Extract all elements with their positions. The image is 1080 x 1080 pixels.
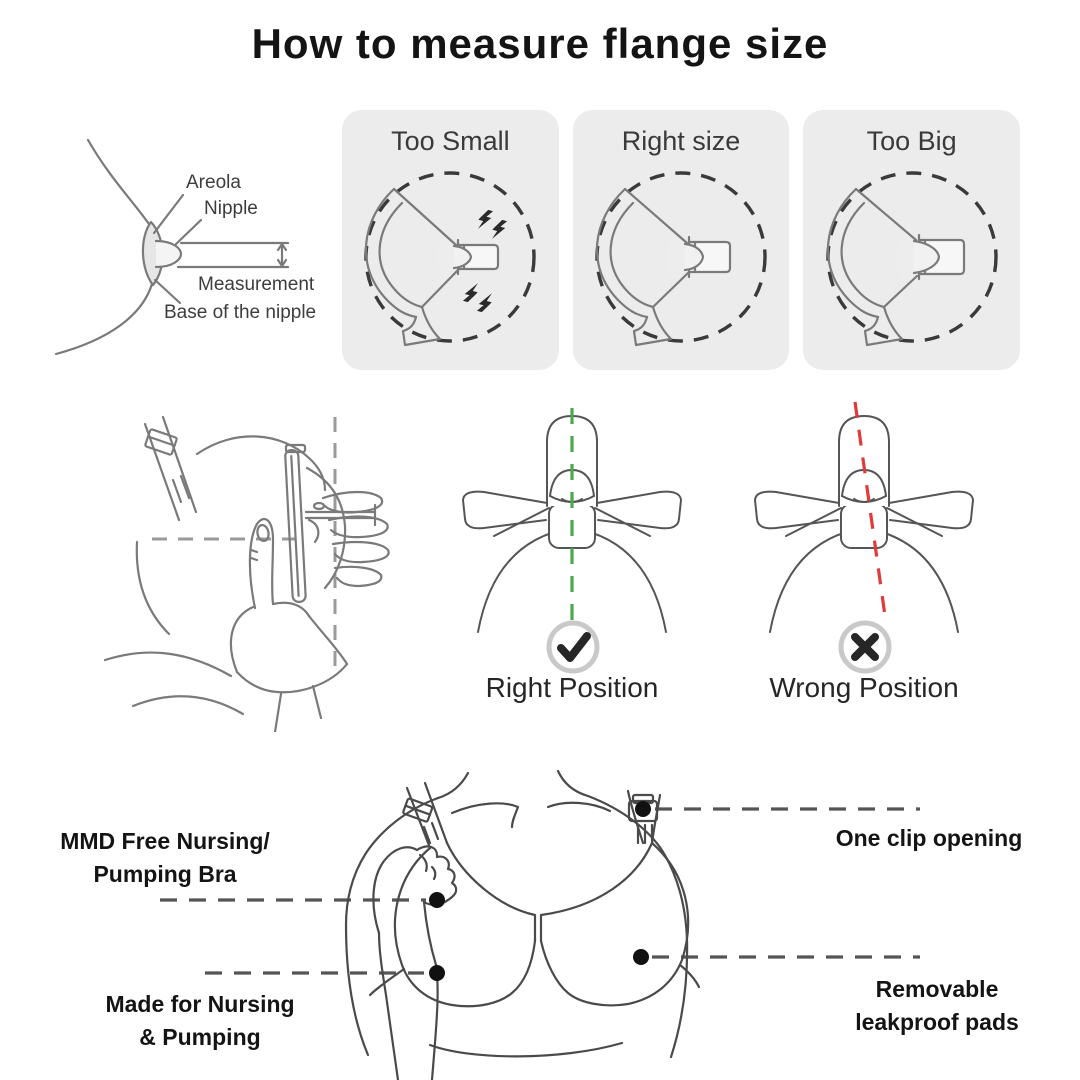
panel-too-big-title: Too Big bbox=[866, 126, 957, 156]
torso-bottom bbox=[428, 1041, 624, 1058]
shoulder-curve bbox=[195, 435, 327, 492]
breast-curve bbox=[135, 540, 171, 636]
measurement-label: Measurement bbox=[198, 274, 315, 295]
leader-line bbox=[160, 807, 920, 975]
panel-too-small-title: Too Small bbox=[391, 126, 510, 156]
raised-forearm bbox=[377, 931, 400, 1080]
check-icon bbox=[546, 620, 600, 674]
left-strap bbox=[405, 781, 449, 850]
bra-strap bbox=[143, 422, 181, 522]
panel-right-size: Right size bbox=[572, 110, 790, 370]
neckline-left bbox=[445, 841, 537, 943]
right-wing bbox=[596, 490, 682, 530]
wearable-pump-front-illustration bbox=[754, 401, 974, 674]
nipple-label: Nipple bbox=[204, 198, 258, 219]
measurement-diagram: Areola Nipple Measurement Base of the ni… bbox=[30, 100, 350, 370]
areola-leader-line bbox=[152, 193, 185, 235]
neck-right bbox=[556, 769, 590, 798]
funnel-bottom bbox=[421, 269, 459, 309]
nipple-in-tunnel bbox=[912, 239, 940, 275]
wrong-position-label: Wrong Position bbox=[769, 672, 959, 703]
neck-left bbox=[436, 771, 470, 800]
panel-right-size-title: Right size bbox=[621, 126, 741, 156]
lightning-icon bbox=[463, 209, 508, 313]
shield-rim-outer bbox=[365, 187, 418, 319]
nipple-shape bbox=[154, 239, 183, 269]
nursing-bra-label: MMD Free Nursing/ Pumping Bra bbox=[60, 828, 270, 887]
nipple-in-tunnel bbox=[683, 242, 705, 272]
alignment-line-red bbox=[853, 401, 888, 624]
bra-illustration bbox=[160, 769, 920, 1080]
neckline-right bbox=[539, 841, 654, 943]
left-wing bbox=[754, 490, 840, 530]
wearable-pump-front-illustration bbox=[462, 408, 682, 674]
areola-shape bbox=[141, 220, 164, 287]
thumb-nail bbox=[256, 523, 270, 543]
breast-lower-curve bbox=[54, 282, 154, 356]
leakproof-pads-label: Removable leakproof pads bbox=[855, 976, 1019, 1035]
hand-holding-pump-illustration bbox=[103, 415, 390, 732]
left-cup bbox=[393, 846, 537, 1008]
strap-adjuster bbox=[402, 797, 434, 823]
panel-too-big: Too Big bbox=[803, 110, 1021, 370]
thumb bbox=[248, 518, 275, 610]
right-position-label: Right Position bbox=[485, 672, 659, 703]
nipple-in-tunnel bbox=[453, 244, 473, 270]
clip-opening-label: One clip opening bbox=[835, 825, 1023, 851]
right-position-figure: Right Position bbox=[450, 400, 695, 708]
right-wing bbox=[888, 490, 974, 530]
funnel-top bbox=[393, 187, 458, 247]
wrong-position-figure: Wrong Position bbox=[742, 400, 987, 708]
flange-too-big-illustration bbox=[825, 171, 998, 347]
forearm bbox=[103, 651, 233, 678]
pump-disc bbox=[284, 448, 307, 604]
feature-dot bbox=[429, 801, 651, 981]
right-cup bbox=[539, 841, 690, 1007]
rim-hook bbox=[402, 305, 442, 347]
breast-measurement-illustration bbox=[54, 138, 290, 356]
fit-panels-row: Too Small bbox=[342, 110, 1021, 370]
bra-section: MMD Free Nursing/ Pumping Bra One clip o… bbox=[0, 755, 1080, 1080]
collarbone-left bbox=[450, 802, 520, 829]
page-title: How to measure flange size bbox=[251, 20, 829, 67]
x-icon bbox=[838, 620, 892, 674]
shield-rim-inner bbox=[378, 201, 424, 309]
nipple-leader-line bbox=[174, 218, 203, 246]
left-wing bbox=[462, 490, 548, 530]
areola-label: Areola bbox=[186, 172, 241, 193]
palm bbox=[229, 605, 255, 674]
flange-too-small-illustration bbox=[364, 171, 537, 347]
flange-right-size-illustration bbox=[595, 171, 767, 347]
tunnel-box bbox=[840, 503, 888, 549]
strap-slider bbox=[144, 428, 178, 456]
fingers bbox=[321, 490, 390, 588]
panel-too-small: Too Small bbox=[342, 110, 559, 370]
made-for-label: Made for Nursing & Pumping bbox=[105, 991, 295, 1050]
alignment-crosshair bbox=[152, 417, 337, 667]
left-arm bbox=[344, 796, 440, 1057]
breast-upper-curve bbox=[86, 138, 151, 226]
collarbone-right bbox=[546, 801, 612, 813]
base-of-nipple-label: Base of the nipple bbox=[164, 302, 317, 323]
gripping-hand bbox=[372, 845, 458, 967]
base-leader-line bbox=[153, 278, 182, 305]
